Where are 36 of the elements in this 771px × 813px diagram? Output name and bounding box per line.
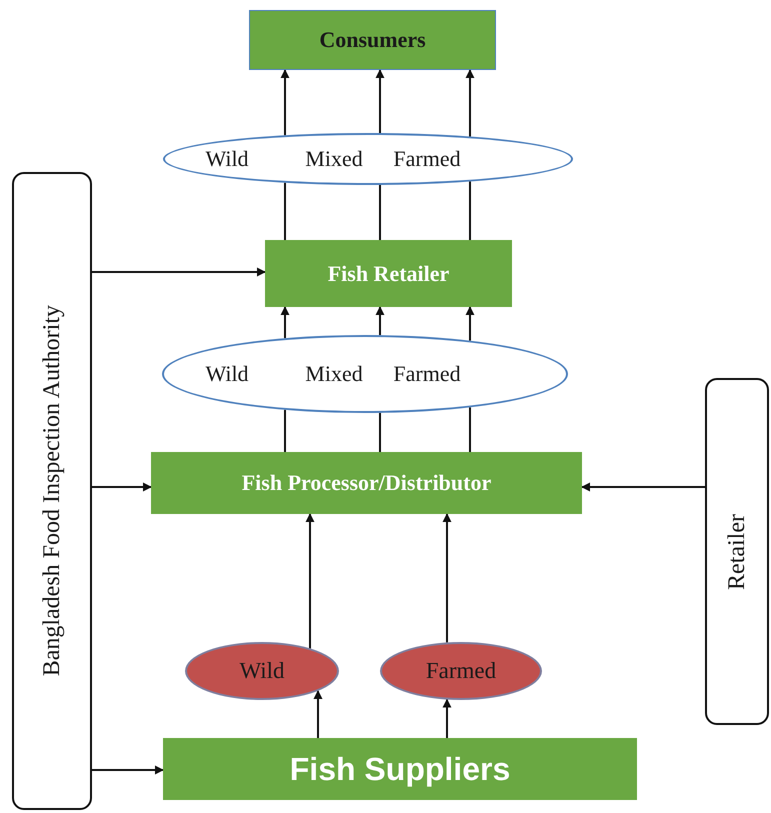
consumer-box xyxy=(249,10,496,70)
category-label: Farmed xyxy=(393,146,461,172)
arrow xyxy=(466,306,474,341)
category-label: Mixed xyxy=(305,146,363,172)
arrow xyxy=(92,482,152,492)
category-label: Mixed xyxy=(305,361,363,387)
supplier-box xyxy=(163,738,637,800)
product-type-ellipse xyxy=(162,335,568,413)
node-label: Wild xyxy=(239,658,285,684)
arrow xyxy=(92,268,266,276)
arrow xyxy=(376,69,384,134)
node-label: Fish Processor/Distributor xyxy=(242,470,492,496)
arrow xyxy=(376,306,384,336)
processor-box xyxy=(151,452,582,514)
node-label: Consumers xyxy=(319,27,426,53)
arrow xyxy=(280,306,290,338)
arrow xyxy=(442,513,452,642)
node-label: Bangladesh Food Inspection Authority xyxy=(38,305,66,677)
category-label: Wild xyxy=(205,361,249,387)
product-type-ellipse xyxy=(163,133,573,185)
arrow xyxy=(581,482,705,492)
retailer-panel xyxy=(705,378,769,725)
node-label: Retailer xyxy=(724,514,750,590)
arrow xyxy=(466,69,474,136)
arrow xyxy=(92,766,164,774)
retailer-box xyxy=(265,240,512,307)
node-label: Farmed xyxy=(426,658,496,684)
category-label: Wild xyxy=(205,146,249,172)
node-label: Fish Suppliers xyxy=(290,750,510,788)
arrow xyxy=(442,698,452,738)
arrow xyxy=(280,69,290,136)
category-label: Farmed xyxy=(393,361,461,387)
arrow xyxy=(306,513,314,648)
authority-panel xyxy=(12,172,92,810)
node-label: Fish Retailer xyxy=(328,260,450,286)
arrow xyxy=(314,690,322,738)
